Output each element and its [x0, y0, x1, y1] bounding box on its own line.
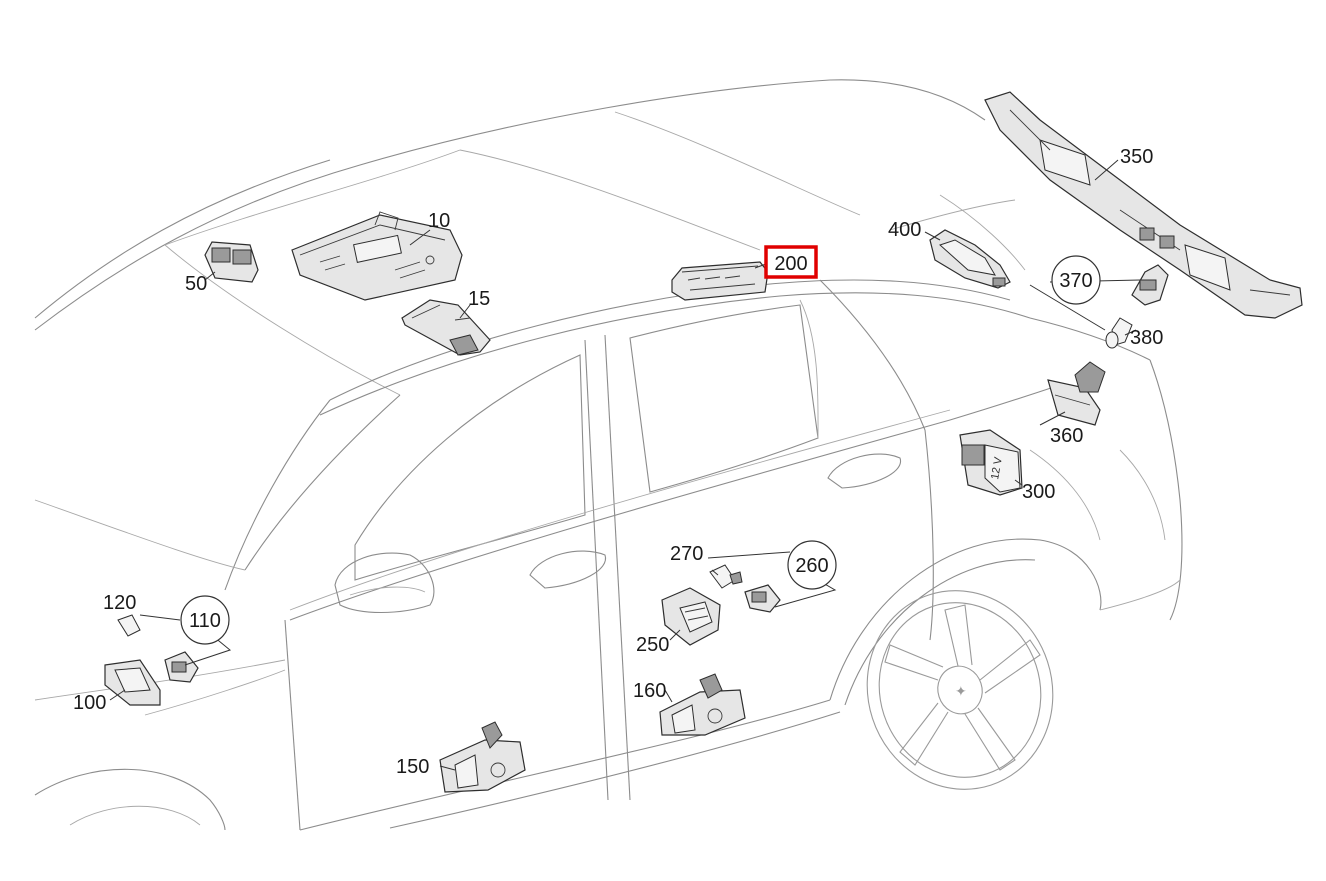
rear-wheel: ✦ [866, 590, 1054, 790]
callout-400: 400 [888, 219, 921, 241]
callout-120: 120 [103, 592, 136, 614]
callout-350: 350 [1120, 146, 1153, 168]
socket-label: 12 V [989, 455, 1005, 480]
callout-100: 100 [73, 692, 106, 714]
callout-200-highlight [764, 245, 818, 279]
callout-10: 10 [428, 210, 450, 232]
callout-370: 370 [1059, 270, 1092, 292]
side-lamp-part [929, 229, 1011, 289]
callout-370-circle [1051, 255, 1101, 305]
tailgate-trim-part [984, 91, 1303, 319]
callout-250: 250 [636, 634, 669, 656]
callout-360: 360 [1050, 425, 1083, 447]
callout-260: 260 [795, 555, 828, 577]
callout-270: 270 [670, 543, 703, 565]
connector-370-part [1131, 264, 1169, 306]
interior-lamp-part [401, 299, 491, 356]
connector-110-part [164, 651, 199, 683]
callouts: 10 15 50 100 110 120 150 160 200 250 260… [73, 146, 1163, 778]
car-body-outline [34, 79, 1183, 831]
callout-300: 300 [1022, 481, 1055, 503]
callout-260-circle [787, 540, 837, 590]
callout-150: 150 [396, 756, 429, 778]
callout-200: 200 [774, 253, 807, 275]
switch-part [204, 241, 259, 283]
bulb-380-part [1105, 317, 1133, 349]
roof-lamp-unit-part [671, 261, 769, 301]
entry-lamp-150-part [439, 721, 526, 793]
power-socket-300-part: 12 V [959, 429, 1023, 496]
socket-260-part [744, 584, 781, 613]
callout-110-circle [180, 595, 230, 645]
callout-160: 160 [633, 680, 666, 702]
lamp-housing-360-part [1047, 361, 1106, 426]
callout-110: 110 [189, 610, 221, 632]
overhead-control-panel-part [291, 211, 463, 301]
callout-50: 50 [185, 273, 207, 295]
door-lamp-250-part [661, 587, 721, 646]
bulb-270-part [709, 564, 743, 589]
star-logo-icon: ✦ [955, 683, 967, 699]
callout-15: 15 [468, 288, 490, 310]
callout-380: 380 [1130, 327, 1163, 349]
bulb-120-part [117, 614, 141, 637]
entry-lamp-160-part [659, 673, 746, 736]
